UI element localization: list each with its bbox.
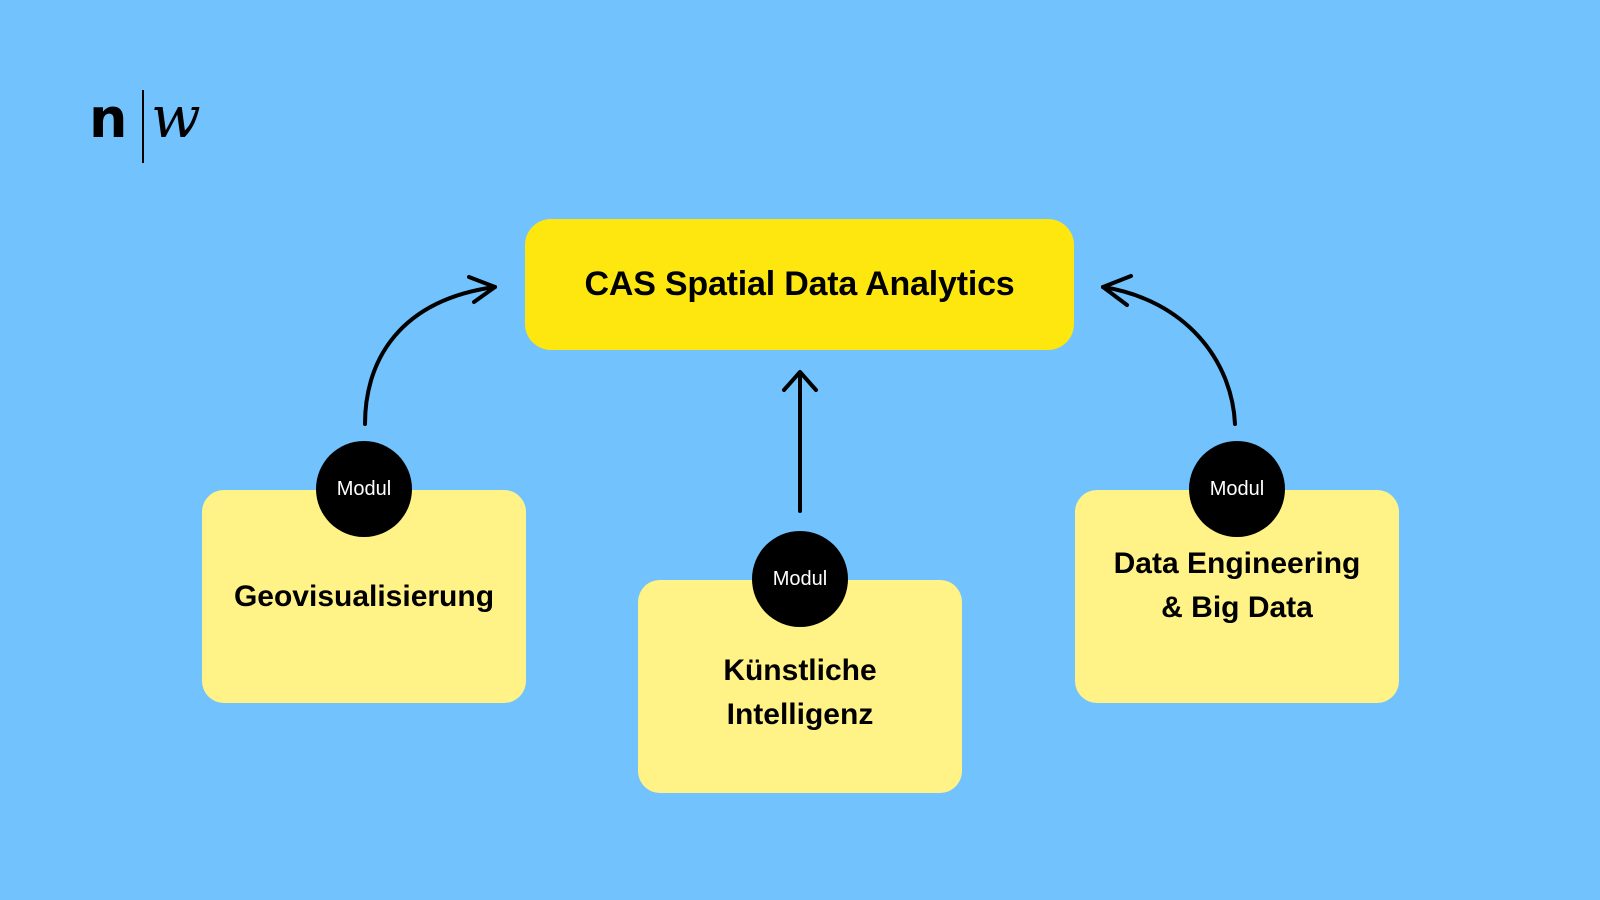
arrow-ki-head-icon [782,370,818,392]
module-label: Künstliche Intelligenz [723,653,877,731]
arrow-de-head-icon [1101,274,1133,307]
logo-divider [142,90,144,163]
logo-letter-n: n [89,87,128,150]
module-label: Geovisualisierung [233,579,495,613]
arrow-de-to-main [1101,285,1237,426]
arrow-geo-to-main [363,285,497,426]
module-badge: Modul [316,441,412,537]
cas-title: CAS Spatial Data Analytics [584,265,1015,303]
cas-title-box: CAS Spatial Data Analytics [525,219,1074,350]
module-label: Data Engineering & Big Data [1113,546,1361,624]
module-badge: Modul [1189,441,1285,537]
module-badge: Modul [752,531,848,627]
fhnw-logo: n w [89,88,219,164]
arrow-geo-head-icon [467,275,497,304]
logo-letter-w: w [151,83,201,151]
